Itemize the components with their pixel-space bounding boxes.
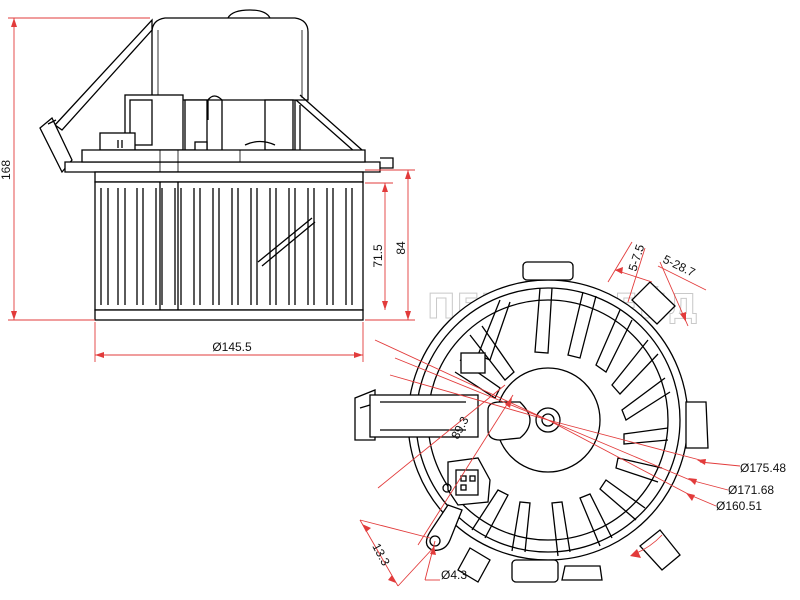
- mounting-flange: [64, 149, 394, 182]
- impeller-cage: [94, 171, 364, 321]
- top-view: 5-7.5 5-28.7 89.3 13.3: [354, 241, 786, 587]
- dim-84-label: 84: [394, 241, 408, 255]
- center-dimension-lines: [374, 339, 701, 496]
- terminal-block: [447, 457, 491, 506]
- motor-base: [99, 94, 301, 155]
- dia-175-48-label: Ø175.48: [740, 461, 786, 475]
- dim-13-3-label: 13.3: [369, 541, 392, 568]
- dim-diameter-175-48: Ø175.48: [697, 459, 786, 475]
- dim-13-3: 13.3: [359, 519, 436, 587]
- bracket-strut-right: [295, 94, 364, 153]
- bracket-strut: [54, 18, 153, 131]
- rim-clip-bottom: [511, 559, 559, 583]
- hub-inner: [535, 407, 561, 433]
- dim-145-5-label: Ø145.5: [212, 340, 252, 354]
- dim-4-3: Ø4.3: [424, 540, 467, 582]
- dim-diameter-171-68: Ø171.68: [688, 478, 774, 497]
- connector-housing: [354, 389, 479, 441]
- dim-height-71-5: 71.5: [365, 182, 393, 310]
- dia-160-51-label: Ø160.51: [716, 499, 762, 513]
- mounting-tab: [39, 116, 73, 174]
- rim-clip-top: [522, 261, 574, 281]
- dim-height-84: 84: [365, 169, 415, 321]
- side-view: 168 84 71.5 Ø145.5: [0, 9, 415, 362]
- rim-clip-right: [685, 401, 709, 449]
- dim-diameter-160-51: Ø160.51: [686, 493, 762, 513]
- motor-housing: [151, 9, 309, 101]
- dim-71-5-label: 71.5: [371, 244, 385, 268]
- dim-height-168: 168: [0, 17, 150, 321]
- rim-clip-right-top: [631, 281, 676, 325]
- dim-diameter-145-5: Ø145.5: [94, 322, 364, 362]
- dia-171-68-label: Ø171.68: [728, 483, 774, 497]
- rim-clip-bottom-right: [639, 529, 681, 571]
- dim-4-3-label: Ø4.3: [441, 568, 467, 582]
- dim-168-label: 168: [0, 160, 13, 180]
